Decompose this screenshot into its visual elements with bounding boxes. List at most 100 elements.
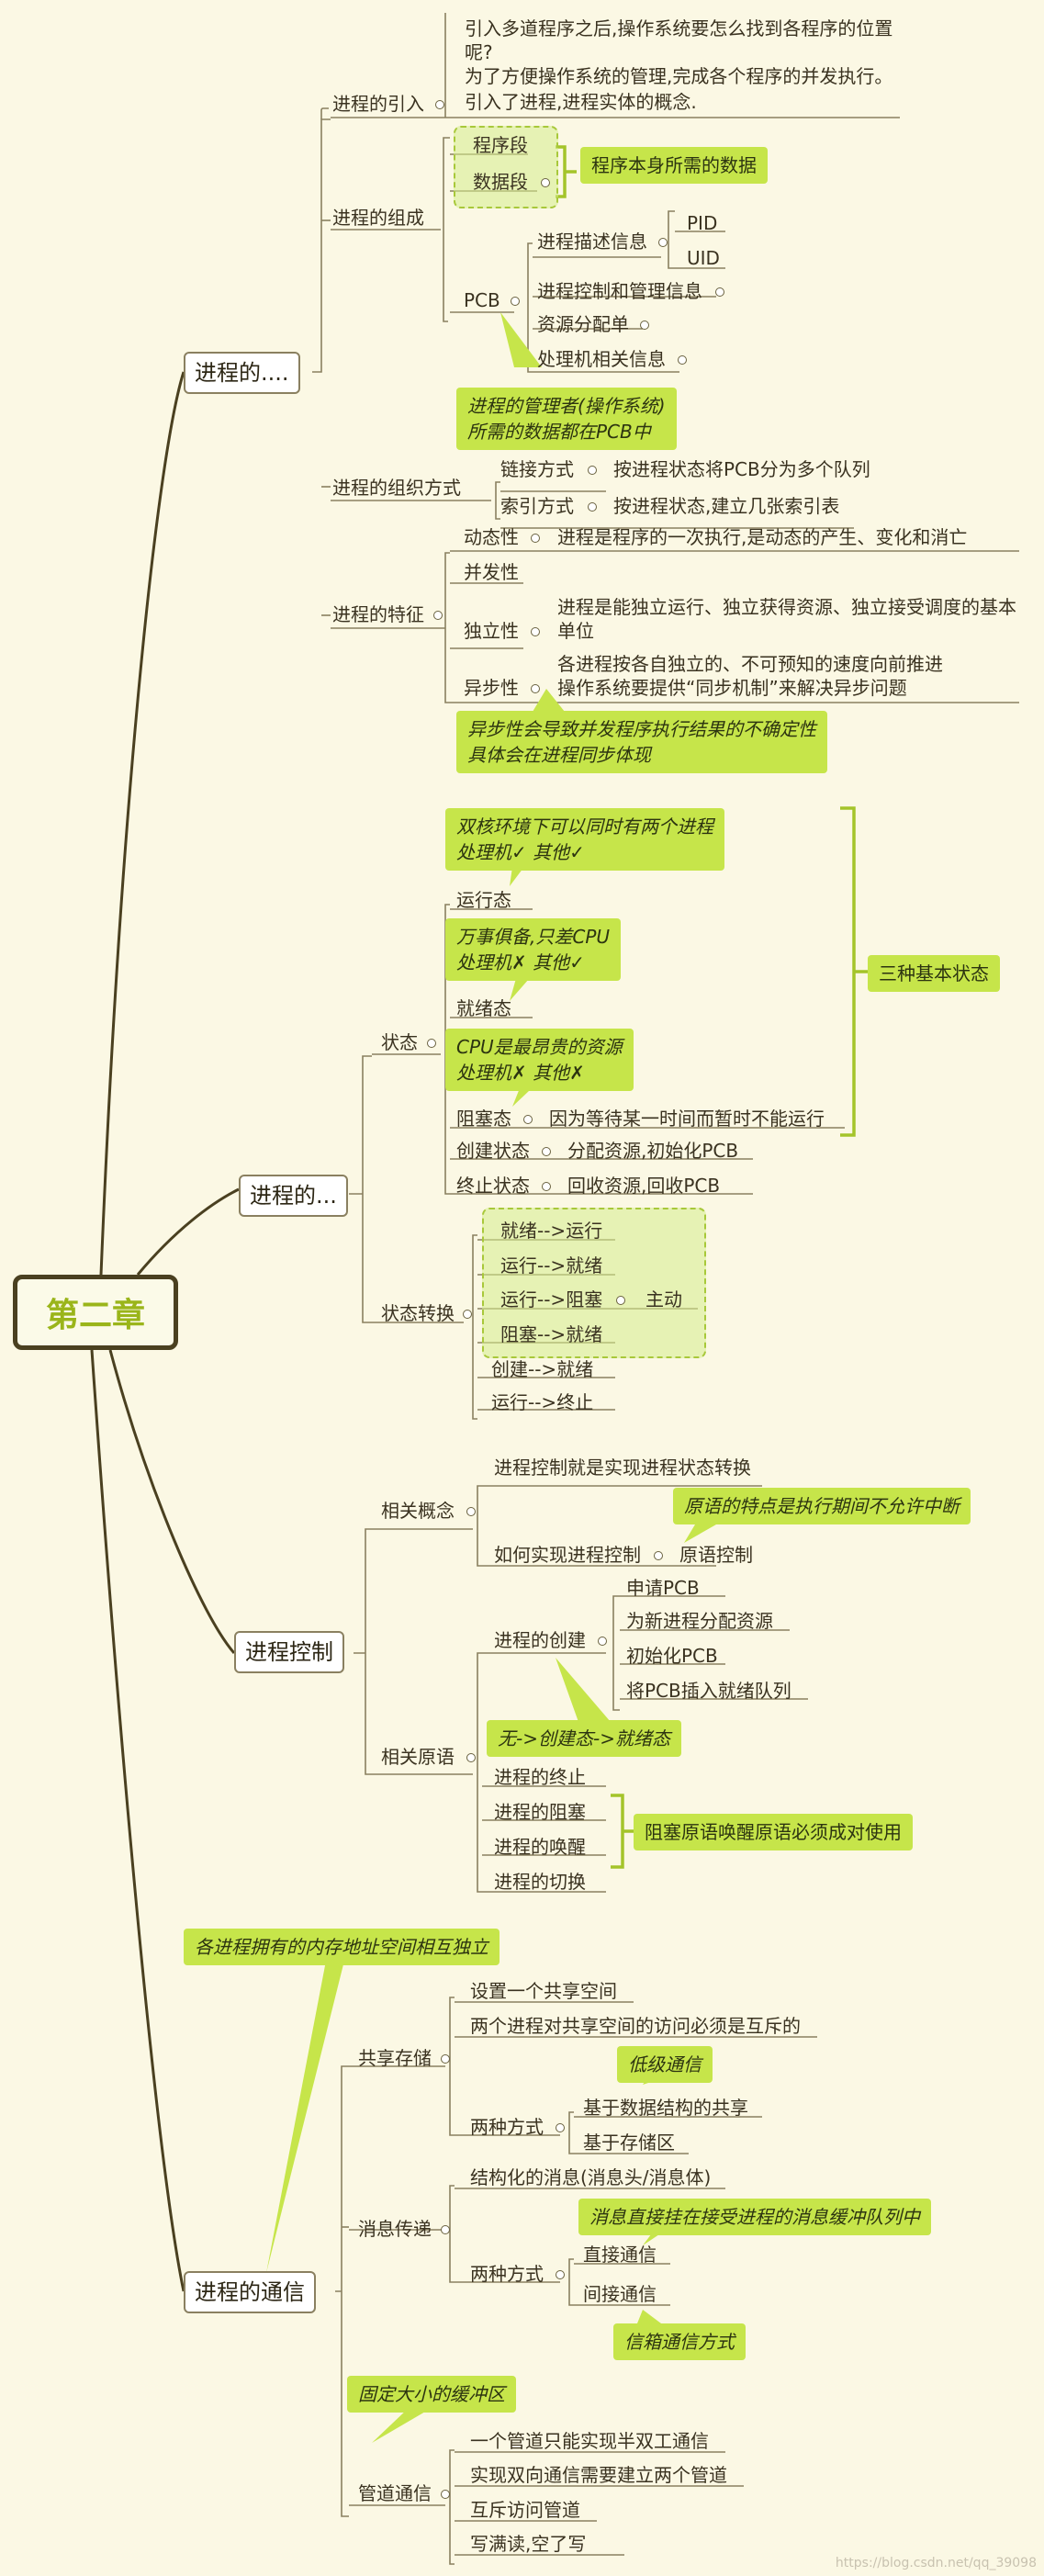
process-intro-label[interactable]: 进程的引入 (332, 93, 424, 115)
message-way-2: 间接通信 (583, 2283, 657, 2305)
collapse-toggle-icon[interactable] (466, 1753, 476, 1762)
primitive-control: 原语控制 (679, 1544, 753, 1566)
callout-direct: 消息直接挂在接受进程的消息缓冲队列中 (578, 2199, 931, 2235)
branch-process-communication[interactable]: 进程的通信 (184, 2271, 316, 2313)
concept-line-1: 进程控制就是实现进程状态转换 (494, 1457, 751, 1479)
pcb-label: PCB (464, 289, 500, 311)
collapse-toggle-icon[interactable] (531, 627, 540, 636)
intro-line-2: 呢? (465, 41, 493, 63)
branch-process-states[interactable]: 进程的... (239, 1175, 348, 1217)
message-label[interactable]: 消息传递 (358, 2218, 432, 2240)
collapse-toggle-icon[interactable] (531, 684, 540, 693)
collapse-toggle-icon[interactable] (463, 1310, 472, 1319)
create-step: 初始化PCB (626, 1645, 718, 1667)
link-method: 链接方式 (500, 458, 574, 480)
callout-three-states: 三种基本状态 (868, 955, 1000, 992)
composition-label[interactable]: 进程的组成 (332, 207, 424, 229)
callout-running: 双核环境下可以同时有两个进程 处理机✓ 其他✓ (445, 808, 724, 871)
shared-two-ways: 两种方式 (470, 2116, 544, 2138)
feature-independent-desc-2: 单位 (557, 620, 594, 642)
state-blocked: 阻塞态 (456, 1108, 511, 1130)
pipe-label[interactable]: 管道通信 (358, 2482, 432, 2504)
pcb-processor-info: 处理机相关信息 (537, 348, 666, 370)
collapse-toggle-icon[interactable] (654, 1551, 663, 1560)
collapse-toggle-icon[interactable] (441, 2490, 450, 2499)
feature-dynamic: 动态性 (464, 526, 519, 548)
create-step: 申请PCB (626, 1577, 700, 1599)
features-label[interactable]: 进程的特征 (332, 603, 424, 625)
transition-item: 阻塞-->就绪 (500, 1323, 603, 1345)
feature-independent: 独立性 (464, 620, 519, 642)
callout-ready: 万事俱备,只差CPU 处理机✗ 其他✓ (445, 918, 622, 981)
feature-async-desc-1: 各进程按各自独立的、不可预知的速度向前推进 (557, 653, 943, 675)
collapse-toggle-icon[interactable] (531, 534, 540, 543)
collapse-toggle-icon[interactable] (556, 2123, 565, 2132)
collapse-toggle-icon[interactable] (435, 100, 444, 109)
pipe-item: 实现双向通信需要建立两个管道 (470, 2464, 727, 2486)
feature-async-desc-2: 操作系统要提供“同步机制”来解决异步问题 (557, 677, 907, 699)
callout-async: 异步性会导致并发程序执行结果的不确定性 具体会在进程同步体现 (456, 711, 827, 773)
state-label[interactable]: 状态 (381, 1031, 418, 1053)
shared-label[interactable]: 共享存储 (358, 2047, 432, 2069)
collapse-toggle-icon[interactable] (511, 297, 520, 306)
collapse-toggle-icon[interactable] (640, 321, 649, 330)
collapse-toggle-icon[interactable] (523, 1115, 533, 1124)
pipe-item: 互斥访问管道 (470, 2499, 580, 2521)
pcb-resource-list: 资源分配单 (537, 313, 629, 335)
state-blocked-desc: 因为等待某一时间而暂时不能运行 (549, 1108, 825, 1130)
primitive-create: 进程的创建 (494, 1629, 586, 1651)
collapse-toggle-icon[interactable] (441, 2054, 450, 2064)
index-method: 索引方式 (500, 495, 574, 517)
data-segment: 数据段 (473, 171, 528, 193)
collapse-toggle-icon[interactable] (541, 178, 550, 187)
collapse-toggle-icon[interactable] (433, 611, 443, 620)
collapse-toggle-icon[interactable] (658, 238, 668, 247)
feature-concurrent: 并发性 (464, 561, 519, 583)
callout-memory-isolated: 各进程拥有的内存地址空间相互独立 (184, 1929, 500, 1965)
concept-label[interactable]: 相关概念 (381, 1500, 455, 1522)
collapse-toggle-icon[interactable] (556, 2270, 565, 2279)
collapse-toggle-icon[interactable] (542, 1147, 551, 1156)
collapse-toggle-icon[interactable] (715, 287, 724, 297)
message-two-ways: 两种方式 (470, 2263, 544, 2285)
primitive-switch: 进程的切换 (494, 1871, 586, 1893)
organization-label[interactable]: 进程的组织方式 (332, 477, 461, 499)
transition-item: 就绪-->运行 (500, 1220, 603, 1242)
collapse-toggle-icon[interactable] (678, 355, 687, 365)
shared-way-1: 基于数据结构的共享 (583, 2097, 748, 2119)
state-create: 创建状态 (456, 1140, 530, 1162)
primitive-block: 进程的阻塞 (494, 1801, 586, 1823)
program-data-group (454, 126, 558, 208)
callout-blocked: CPU是最昂贵的资源 处理机✗ 其他✗ (445, 1029, 634, 1091)
branch-process-intro[interactable]: 进程的.... (184, 352, 300, 394)
branch-process-control[interactable]: 进程控制 (234, 1631, 344, 1673)
feature-independent-desc-1: 进程是能独立运行、独立获得资源、独立接受调度的基本 (557, 596, 1016, 618)
transition-item: 运行-->就绪 (500, 1254, 603, 1277)
primitives-label[interactable]: 相关原语 (381, 1746, 455, 1768)
callout-pcb: 进程的管理者(操作系统) 所需的数据都在PCB中 (456, 388, 677, 450)
callout-pair: 阻塞原语唤醒原语必须成对使用 (634, 1814, 913, 1850)
intro-line-4: 引入了进程,进程实体的概念. (465, 91, 697, 113)
collapse-toggle-icon[interactable] (542, 1182, 551, 1191)
collapse-toggle-icon[interactable] (598, 1637, 607, 1646)
callout-primitive: 原语的特点是执行期间不允许中断 (673, 1488, 971, 1524)
link-method-desc: 按进程状态将PCB分为多个队列 (613, 458, 870, 480)
collapse-toggle-icon[interactable] (616, 1296, 625, 1305)
collapse-toggle-icon[interactable] (466, 1507, 476, 1516)
root-node[interactable]: 第二章 (13, 1275, 178, 1350)
collapse-toggle-icon[interactable] (427, 1039, 436, 1048)
transition-item: 创建-->就绪 (491, 1358, 594, 1380)
state-terminate: 终止状态 (456, 1175, 530, 1197)
collapse-toggle-icon[interactable] (588, 466, 597, 475)
collapse-toggle-icon[interactable] (441, 2225, 450, 2234)
state-create-desc: 分配资源,初始化PCB (567, 1140, 739, 1162)
program-segment: 程序段 (473, 134, 528, 156)
transition-label[interactable]: 状态转换 (381, 1302, 455, 1324)
collapse-toggle-icon[interactable] (588, 502, 597, 512)
transition-active: 主动 (645, 1288, 682, 1310)
create-step: 为新进程分配资源 (626, 1610, 773, 1632)
callout-mailbox: 信箱通信方式 (613, 2323, 746, 2360)
state-ready: 就绪态 (456, 997, 511, 1019)
